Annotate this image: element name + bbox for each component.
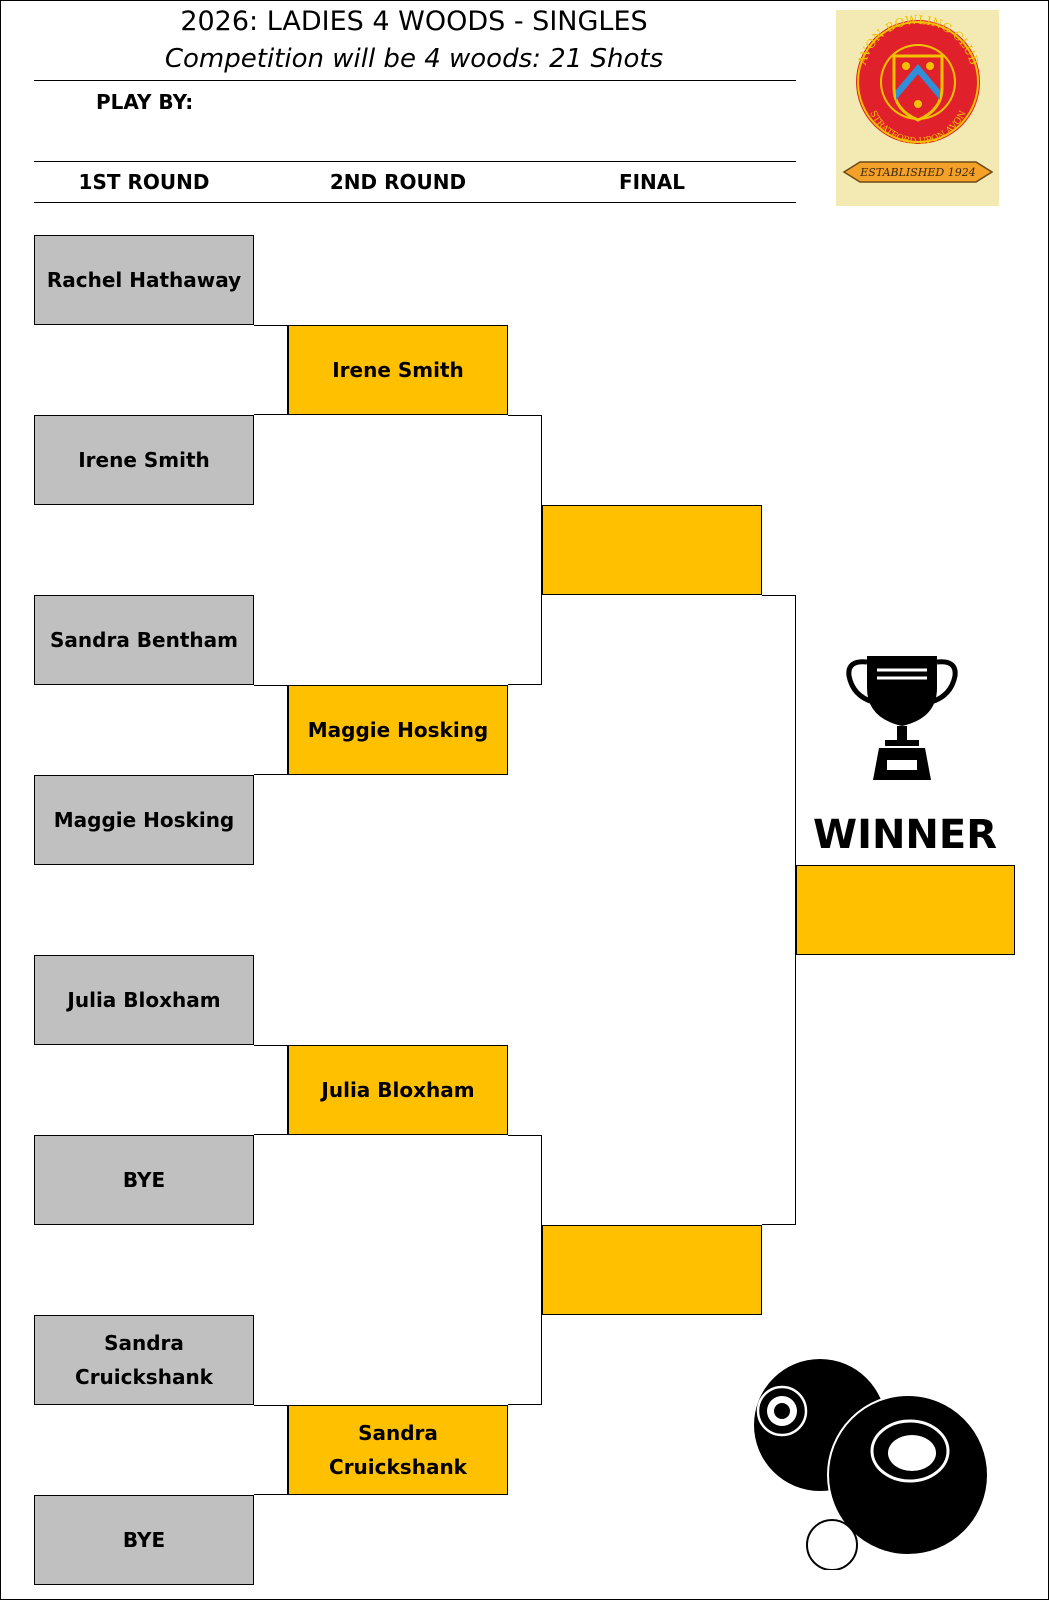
round1-player-slot: Julia Bloxham	[34, 955, 254, 1045]
bracket-connector	[508, 1135, 542, 1405]
round1-player-slot: BYE	[34, 1495, 254, 1585]
round2-header: 2ND ROUND	[329, 170, 467, 194]
round1-player-slot: Maggie Hosking	[34, 775, 254, 865]
round-header-top-divider	[34, 161, 796, 162]
round-header-bottom-divider	[34, 202, 796, 203]
bracket-connector	[508, 415, 542, 685]
page-subtitle: Competition will be 4 woods: 21 Shots	[164, 44, 664, 74]
bracket-connector	[254, 1045, 288, 1135]
club-logo-icon: AVON BOWLING CLUB STRATFORD UPON AVON ES…	[836, 10, 999, 206]
round1-player-slot: BYE	[34, 1135, 254, 1225]
round2-player-slot: Julia Bloxham	[288, 1045, 508, 1135]
round2-player-slot: Sandra Cruickshank	[288, 1405, 508, 1495]
final-player-slot	[542, 1225, 762, 1315]
round2-player-slot: Irene Smith	[288, 325, 508, 415]
logo-established: ESTABLISHED 1924	[859, 166, 975, 179]
round1-player-slot: Sandra Cruickshank	[34, 1315, 254, 1405]
round1-player-slot: Irene Smith	[34, 415, 254, 505]
final-player-slot	[542, 505, 762, 595]
final-header: FINAL	[618, 170, 686, 194]
round1-header: 1ST ROUND	[78, 170, 210, 194]
bowls-icon	[754, 1359, 989, 1570]
bracket-connector	[254, 325, 288, 415]
trophy-icon	[846, 656, 958, 780]
winner-slot	[796, 865, 1015, 955]
round2-player-slot: Maggie Hosking	[288, 685, 508, 775]
play-by-label: PLAY BY:	[96, 90, 194, 114]
bracket-connector	[254, 1405, 288, 1495]
round1-player-slot: Rachel Hathaway	[34, 235, 254, 325]
bracket-connector	[254, 685, 288, 775]
header-divider	[34, 80, 796, 81]
bracket-connector	[762, 595, 796, 1225]
page-title: 2026: LADIES 4 WOODS - SINGLES	[180, 6, 648, 37]
round1-player-slot: Sandra Bentham	[34, 595, 254, 685]
winner-label: WINNER	[812, 812, 998, 858]
